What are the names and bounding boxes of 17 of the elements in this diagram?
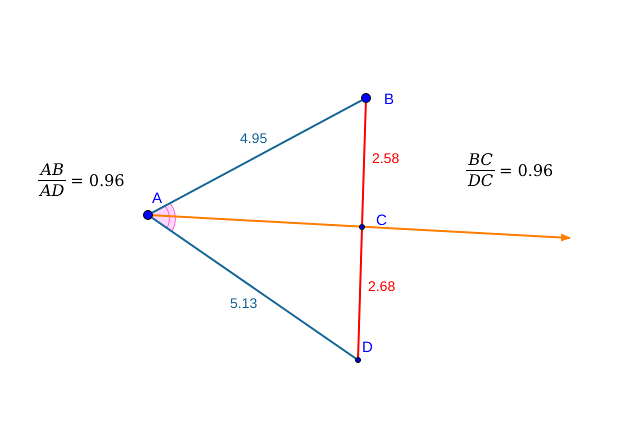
line-segment bbox=[361, 102, 367, 224]
point-label: A bbox=[152, 191, 162, 206]
line-segment bbox=[357, 230, 363, 358]
edge-label: 4.95 bbox=[240, 131, 268, 145]
fraction: AB AD bbox=[38, 160, 66, 201]
ray-arrow bbox=[152, 214, 571, 242]
fraction: BC DC bbox=[466, 150, 496, 191]
edge-label: 2.58 bbox=[372, 151, 400, 165]
edge-label: 5.13 bbox=[230, 296, 258, 310]
line-segment bbox=[152, 217, 356, 360]
ratio-value: = 0.96 bbox=[70, 170, 125, 192]
point-label: B bbox=[384, 92, 394, 107]
point-label: D bbox=[362, 340, 373, 355]
point-label: C bbox=[376, 213, 387, 228]
edge-label: 2.68 bbox=[368, 279, 396, 293]
ratio-value: = 0.96 bbox=[499, 160, 554, 182]
line-segment bbox=[152, 99, 362, 214]
